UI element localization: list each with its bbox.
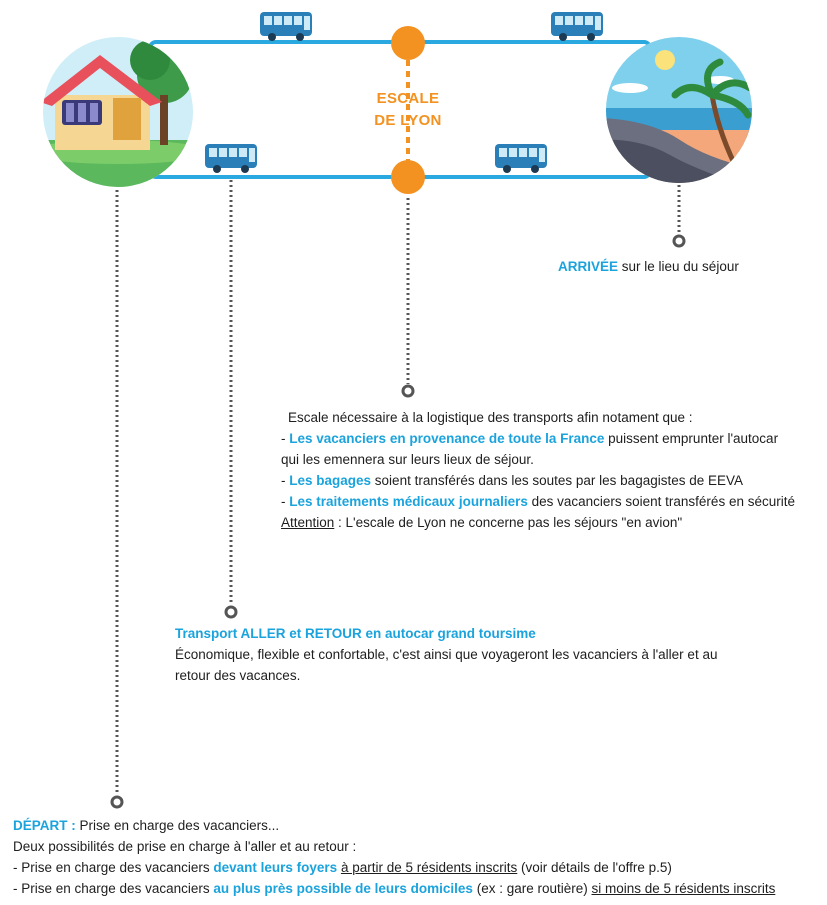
- departure-marker-icon: [110, 795, 124, 809]
- escale-item-prefix: -: [281, 473, 290, 488]
- escale-item: - Les bagages soient transférés dans les…: [281, 470, 795, 491]
- stopover-dot-bottom-icon: [391, 160, 425, 194]
- escale-item-text: des vacanciers soient transférés en sécu…: [527, 494, 795, 509]
- escale-item-prefix: -: [281, 494, 290, 509]
- transport-line2: retour des vacances.: [175, 668, 301, 683]
- transport-line1: Économique, flexible et confortable, c'e…: [175, 647, 718, 662]
- option-rest: (ex : gare routière): [472, 881, 592, 896]
- arrival-text: sur le lieu du séjour: [618, 259, 739, 274]
- escale-item: - Les vacanciers en provenance de toute …: [281, 428, 795, 449]
- escale-item-text: qui les emennera sur leurs lieux de séjo…: [281, 452, 534, 467]
- escale-item: - Les traitements médicaux journaliers d…: [281, 491, 795, 512]
- escale-intro: Escale nécessaire à la logistique des tr…: [288, 410, 693, 425]
- escale-item-highlight: Les traitements médicaux journaliers: [289, 494, 528, 509]
- option-rest: (voir détails de l'offre p.5): [517, 860, 672, 875]
- arrival-label: ARRIVÉE: [558, 259, 619, 274]
- stopover-dot-top-icon: [391, 26, 425, 60]
- escale-item-highlight: Les vacanciers en provenance de toute la…: [289, 431, 605, 446]
- option-prefix: - Prise en charge des vacanciers: [13, 860, 214, 875]
- escale-attention: Attention : L'escale de Lyon ne concerne…: [281, 512, 795, 533]
- bus-icon: [260, 12, 312, 41]
- option-condition: si moins de 5 résidents inscrits: [591, 881, 776, 896]
- option-highlight: au plus près possible de leurs domiciles: [213, 881, 473, 896]
- stopover-line2: DE LYON: [374, 112, 442, 129]
- escale-marker-icon: [401, 384, 415, 398]
- departure-label: DÉPART :: [13, 818, 76, 833]
- departure-label-text: Prise en charge des vacanciers...: [75, 818, 280, 833]
- departure-option-2: - Prise en charge des vacanciers au plus…: [13, 878, 775, 899]
- escale-item: qui les emennera sur leurs lieux de séjo…: [281, 449, 795, 470]
- attention-text: : L'escale de Lyon ne concerne pas les s…: [334, 515, 683, 530]
- stopover-label: ESCALE DE LYON: [358, 88, 458, 132]
- departure-option-1: - Prise en charge des vacanciers devant …: [13, 857, 775, 878]
- beach-icon: [606, 37, 752, 183]
- option-highlight: devant leurs foyers: [213, 860, 338, 875]
- escale-info: Escale nécessaire à la logistique des tr…: [281, 407, 795, 533]
- attention-label: Attention: [281, 515, 335, 530]
- escale-item-text: puissent emprunter l'autocar: [604, 431, 779, 446]
- bus-icon: [205, 144, 257, 173]
- transport-title: Transport ALLER et RETOUR en autocar gra…: [175, 626, 536, 641]
- escale-item-text: soient transférés dans les soutes par le…: [371, 473, 744, 488]
- escale-item-highlight: Les bagages: [289, 473, 372, 488]
- bus-icon: [551, 12, 603, 41]
- departure-heading: DÉPART : Prise en charge des vacanciers.…: [13, 815, 775, 836]
- arrival-marker-icon: [672, 234, 686, 248]
- escale-item-prefix: -: [281, 431, 290, 446]
- transport-marker-icon: [224, 605, 238, 619]
- departure-line2: Deux possibilités de prise en charge à l…: [13, 839, 357, 854]
- arrival-caption: ARRIVÉE sur le lieu du séjour: [558, 256, 739, 277]
- transport-info: Transport ALLER et RETOUR en autocar gra…: [175, 623, 717, 686]
- option-condition: à partir de 5 résidents inscrits: [340, 860, 518, 875]
- stopover-line1: ESCALE: [376, 90, 440, 107]
- departure-info: DÉPART : Prise en charge des vacanciers.…: [13, 815, 775, 899]
- option-prefix: - Prise en charge des vacanciers: [13, 881, 214, 896]
- bus-icon: [495, 144, 547, 173]
